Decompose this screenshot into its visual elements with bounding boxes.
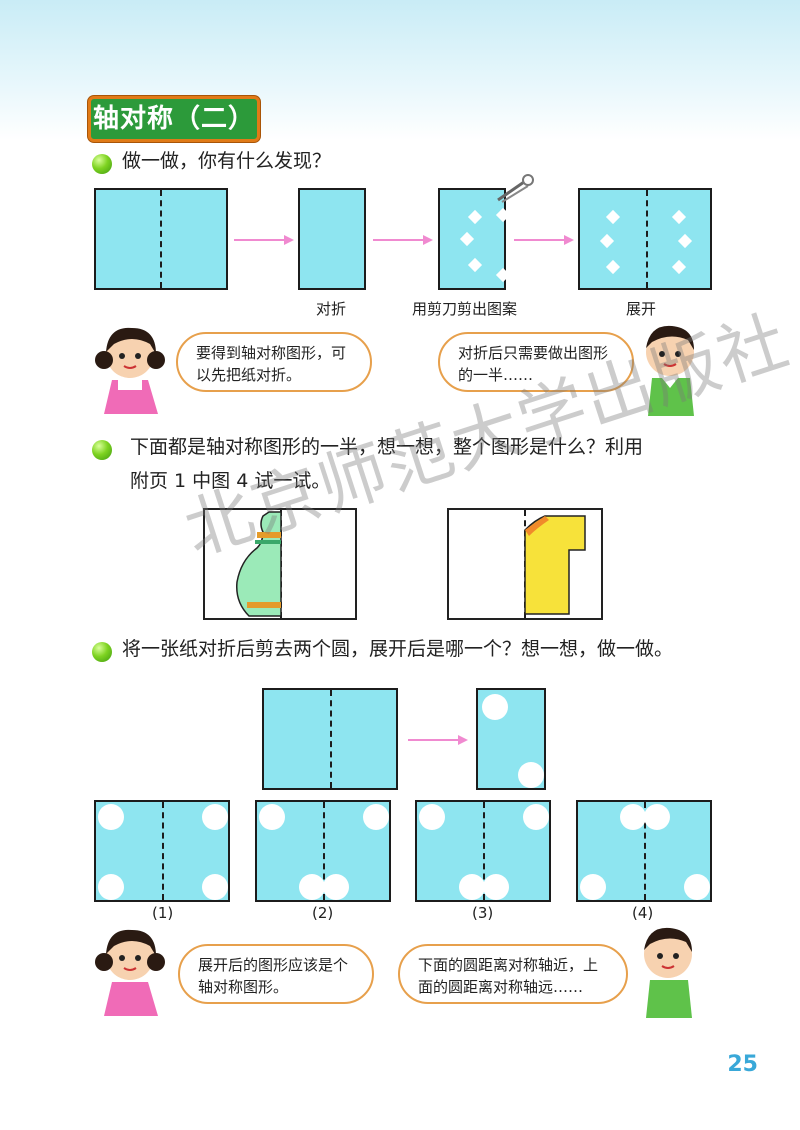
boy-speech-bubble: 下面的圆距离对称轴近，上面的圆距离对称轴远…… xyxy=(398,944,628,1004)
option-1[interactable] xyxy=(94,800,230,902)
option-2-label: (2) xyxy=(312,904,334,922)
boy-speech-bubble: 对折后只需要做出图形的一半…… xyxy=(438,332,634,392)
fold-line xyxy=(483,802,485,900)
girl-character xyxy=(95,929,165,1016)
caption-cut: 用剪刀剪出图案 xyxy=(412,300,518,318)
fold-line xyxy=(162,802,164,900)
option-2[interactable] xyxy=(255,800,391,902)
paper-full xyxy=(262,688,398,790)
vase-half-shape xyxy=(236,511,282,617)
option-3[interactable] xyxy=(415,800,551,902)
page-number: 25 xyxy=(727,1052,758,1077)
bullet-icon xyxy=(92,642,112,662)
fold-line xyxy=(323,802,325,900)
arrow-icon xyxy=(373,235,433,245)
section1-prompt: 做一做，你有什么发现？ xyxy=(122,150,332,172)
option-1-label: (1) xyxy=(152,904,174,922)
paper-unfolded xyxy=(578,188,712,290)
section2-prompt-line2: 附页 1 中图 4 试一试。 xyxy=(130,470,331,492)
fold-line xyxy=(160,190,162,288)
fold-line xyxy=(646,190,648,288)
scissors-icon xyxy=(497,174,534,203)
section2-prompt-line1: 下面都是轴对称图形的一半，想一想，整个图形是什么？利用 xyxy=(130,436,644,458)
fold-line xyxy=(644,802,646,900)
paper-cut xyxy=(438,188,511,290)
arrow-icon xyxy=(408,735,468,745)
arrow-icon xyxy=(234,235,294,245)
girl-character xyxy=(95,327,165,414)
boy-character xyxy=(644,927,692,1018)
section3-prompt: 将一张纸对折后剪去两个圆，展开后是哪一个？想一想，做一做。 xyxy=(122,638,674,660)
shirt-half-card xyxy=(447,508,603,620)
fold-line xyxy=(330,690,332,788)
vase-half-card xyxy=(203,508,357,620)
lesson-title: 轴对称（二） xyxy=(92,104,255,134)
shirt-half-shape xyxy=(524,515,586,615)
girl-speech-bubble: 展开后的图形应该是个轴对称图形。 xyxy=(178,944,374,1004)
paper-full xyxy=(94,188,228,290)
caption-unfold: 展开 xyxy=(626,300,657,318)
option-4-label: (4) xyxy=(632,904,654,922)
paper-folded-cut xyxy=(476,688,546,790)
caption-fold: 对折 xyxy=(316,300,347,318)
option-3-label: (3) xyxy=(472,904,494,922)
girl-speech-bubble: 要得到轴对称图形，可以先把纸对折。 xyxy=(176,332,372,392)
arrow-icon xyxy=(514,235,574,245)
option-4[interactable] xyxy=(576,800,712,902)
lesson-title-box: 轴对称（二） xyxy=(88,96,260,142)
bullet-icon xyxy=(92,440,112,460)
boy-character xyxy=(646,325,694,416)
paper-folded xyxy=(298,188,366,290)
bullet-icon xyxy=(92,154,112,174)
